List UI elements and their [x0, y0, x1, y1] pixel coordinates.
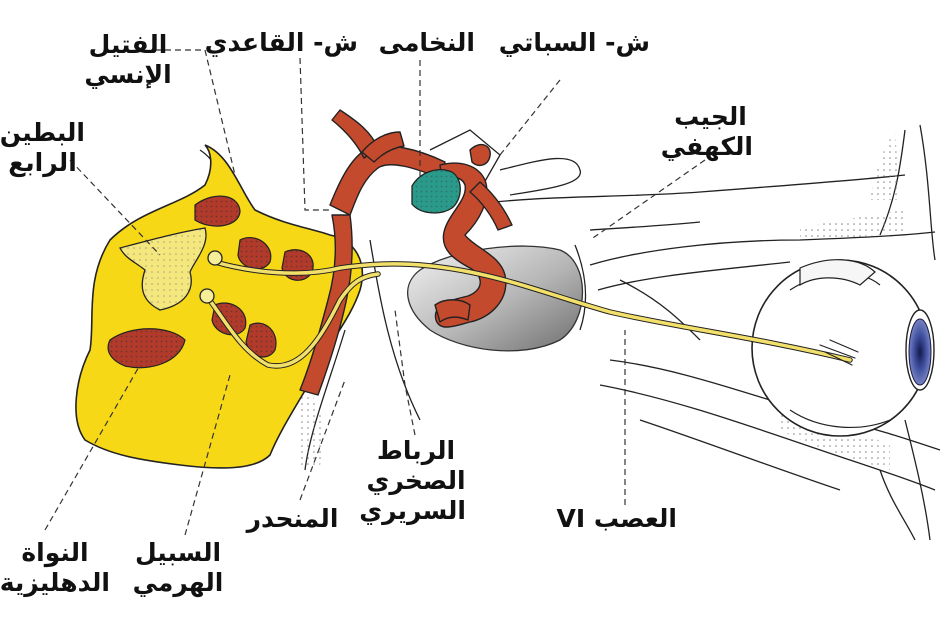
abducens-nerve [205, 259, 859, 369]
iris [908, 318, 932, 386]
nerve-nucleus-lower [199, 288, 215, 304]
label-clivus: المنحدر [246, 504, 339, 533]
eyeball [751, 259, 935, 437]
label-abducens-nerve: العصب VI [556, 504, 677, 533]
leader-lines [44, 49, 706, 536]
label-cavernous-sinus: الجيب الكهفي [660, 102, 753, 161]
arteries [299, 109, 513, 396]
label-pyramidal-tract: السبيل الهرمي [132, 538, 224, 597]
label-medial-eminence: الفتيل الإنسي [84, 30, 172, 89]
label-basilar-artery: ش- القاعدي [204, 28, 358, 57]
pituitary-gland [411, 169, 461, 214]
label-pituitary: النخامى [378, 28, 475, 57]
nerve-nucleus-upper [207, 250, 223, 266]
label-fourth-ventricle: البطين الرابع [0, 118, 85, 177]
label-petroclinoid-ligament: الرباط الصخري السريري [359, 436, 466, 525]
label-vestibular-nucleus: النواة الدهليزية [0, 538, 110, 597]
label-sphenoid: ش- السباتي [498, 28, 650, 57]
